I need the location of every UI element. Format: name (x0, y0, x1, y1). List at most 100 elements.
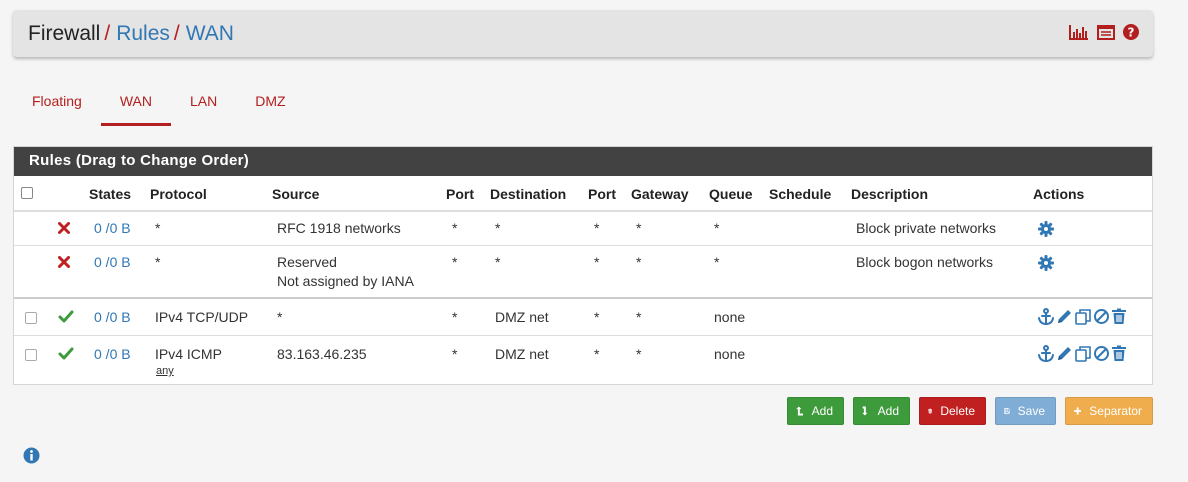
col-actions: Actions (1033, 186, 1085, 202)
protocol-cell: IPv4 TCP/UDP (155, 309, 249, 325)
queue-cell: * (714, 254, 720, 270)
rules-panel: Rules (Drag to Change Order) States Prot… (13, 146, 1153, 385)
add-bottom-label: Add (877, 404, 899, 418)
col-port: Port (588, 186, 616, 202)
svg-text:?: ? (1128, 26, 1135, 40)
col-destination: Destination (490, 186, 567, 202)
arrow-down-turn-icon (862, 406, 868, 416)
gear-icon[interactable] (1038, 255, 1054, 271)
protocol-cell: * (155, 220, 161, 236)
delete-label: Delete (940, 404, 975, 418)
breadcrumb-rules-link[interactable]: Rules (116, 22, 170, 45)
breadcrumb-wan-link[interactable]: WAN (185, 22, 234, 45)
help-circle-icon[interactable]: ? (1123, 24, 1139, 40)
breadcrumb-separator: / (173, 22, 180, 45)
source-cell: 83.163.46.235 (277, 346, 367, 362)
breadcrumb: Firewall/Rules/WAN (28, 21, 234, 46)
source-cell: RFC 1918 networks (277, 220, 401, 236)
protocol-cell: * (155, 254, 161, 270)
disable-ban-icon[interactable] (1093, 345, 1110, 362)
add-top-label: Add (811, 404, 833, 418)
add-separator-button[interactable]: Separator (1065, 397, 1153, 425)
copy-icon[interactable] (1074, 345, 1092, 362)
states-link[interactable]: 0 /0 B (94, 309, 131, 325)
col-description: Description (851, 186, 929, 202)
panel-title: Rules (Drag to Change Order) (14, 147, 1152, 176)
floppy-save-icon (1004, 408, 1010, 414)
col-source: Source (272, 186, 320, 202)
queue-cell: * (714, 220, 720, 236)
table-row[interactable]: 0 /0 B * RFC 1918 networks * * * * * Blo… (14, 212, 1152, 246)
info-icon[interactable] (23, 447, 40, 464)
tab-dmz[interactable]: DMZ (255, 93, 286, 109)
copy-icon[interactable] (1074, 308, 1092, 325)
trash-icon (928, 408, 933, 414)
port-cell: * (594, 254, 600, 270)
tab-lan[interactable]: LAN (189, 93, 218, 109)
description-cell: Block private networks (856, 220, 997, 236)
queue-cell: none (714, 309, 746, 325)
port-cell: * (594, 309, 600, 325)
pass-check-icon (58, 347, 74, 360)
queue-cell: none (714, 346, 746, 362)
pencil-icon[interactable] (1056, 308, 1073, 325)
delete-button[interactable]: Delete (919, 397, 986, 425)
protocol-line-1: IPv4 ICMP (155, 346, 222, 362)
row-select-checkbox[interactable] (25, 312, 37, 324)
gear-icon[interactable] (1038, 221, 1054, 237)
col-port: Port (446, 186, 474, 202)
trash-icon[interactable] (1111, 308, 1127, 325)
port-cell: * (452, 346, 458, 362)
tab-wan[interactable]: WAN (100, 82, 172, 126)
port-cell: * (452, 254, 458, 270)
save-button[interactable]: Save (995, 397, 1056, 425)
description-cell: Block bogon networks (856, 254, 993, 270)
rule-action-buttons: Add Add Delete Save Separator (787, 397, 1153, 425)
icmp-type-any: any (156, 365, 174, 377)
states-link[interactable]: 0 /0 B (94, 220, 131, 236)
page-header: Firewall/Rules/WAN ? (13, 10, 1153, 57)
states-link[interactable]: 0 /0 B (94, 254, 131, 270)
gateway-cell: * (636, 220, 642, 236)
anchor-icon[interactable] (1037, 345, 1055, 362)
port-cell: * (452, 220, 458, 236)
states-link[interactable]: 0 /0 B (94, 346, 131, 362)
select-all-checkbox[interactable] (21, 187, 33, 199)
bar-chart-icon[interactable] (1069, 24, 1089, 40)
source-line-1: Reserved (277, 254, 337, 270)
destination-cell: * (495, 254, 501, 270)
col-schedule: Schedule (769, 186, 832, 202)
col-states: States (89, 186, 132, 202)
tab-floating[interactable]: Floating (32, 93, 82, 109)
trash-icon[interactable] (1111, 345, 1127, 362)
block-x-icon (58, 222, 70, 234)
row-actions (1037, 308, 1127, 325)
arrow-up-turn-icon (796, 406, 804, 416)
row-select-checkbox[interactable] (25, 349, 37, 361)
port-cell: * (594, 346, 600, 362)
breadcrumb-separator: / (104, 22, 111, 45)
separator-label: Separator (1089, 404, 1142, 418)
col-protocol: Protocol (150, 186, 207, 202)
pass-check-icon (58, 310, 74, 323)
source-line-2: Not assigned by IANA (277, 273, 414, 289)
col-gateway: Gateway (631, 186, 689, 202)
add-rule-top-button[interactable]: Add (787, 397, 844, 425)
table-row[interactable]: 0 /0 B IPv4 TCP/UDP * * DMZ net * * none (14, 299, 1152, 336)
pencil-icon[interactable] (1056, 345, 1073, 362)
destination-cell: DMZ net (495, 309, 549, 325)
table-list-icon[interactable] (1097, 24, 1115, 40)
row-actions (1037, 345, 1127, 362)
add-rule-bottom-button[interactable]: Add (853, 397, 910, 425)
disable-ban-icon[interactable] (1093, 308, 1110, 325)
breadcrumb-firewall: Firewall (28, 22, 101, 45)
gateway-cell: * (636, 254, 642, 270)
anchor-icon[interactable] (1037, 308, 1055, 325)
table-header-row: States Protocol Source Port Destination … (14, 176, 1152, 212)
port-cell: * (594, 220, 600, 236)
destination-cell: * (495, 220, 501, 236)
plus-icon (1074, 407, 1082, 415)
